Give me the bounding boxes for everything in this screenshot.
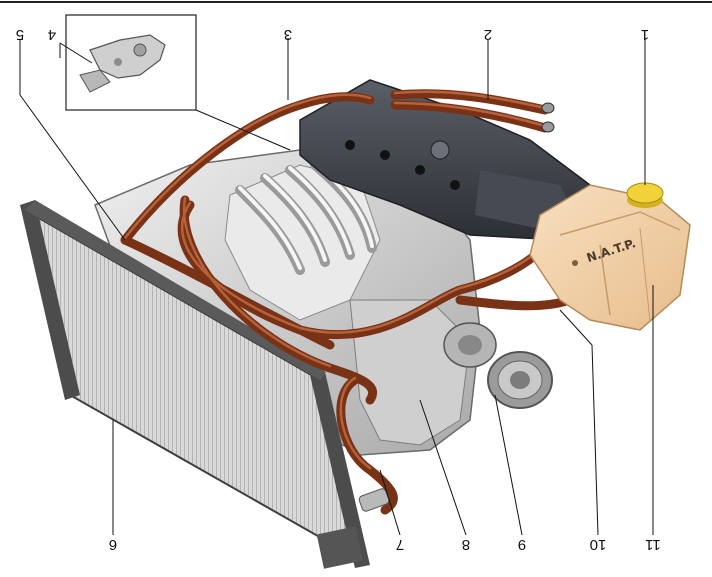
leader-lines [19, 38, 654, 536]
hose-fittings [358, 102, 555, 512]
callout-10: 10 [590, 536, 607, 553]
callout-3: 3 [284, 26, 292, 43]
inset-box [65, 14, 197, 111]
engine-block [94, 149, 481, 456]
callout-6: 6 [109, 536, 117, 553]
coolant-hoses [120, 89, 575, 515]
water-pump-pulley [443, 322, 553, 409]
valve-cover [299, 79, 591, 241]
radiator [20, 200, 370, 569]
callout-numbers: 1 2 3 4 5 6 7 8 9 10 11 [16, 26, 661, 553]
filler-cap [626, 182, 664, 208]
callout-8: 8 [462, 536, 470, 553]
callout-5: 5 [16, 26, 24, 43]
callout-9: 9 [518, 536, 526, 553]
callout-7: 7 [396, 536, 404, 553]
callout-2: 2 [484, 26, 492, 43]
callout-4: 4 [48, 26, 56, 43]
callout-11: 11 [645, 536, 661, 553]
expansion-tank: N.A.T.P. [529, 184, 691, 331]
callout-1: 1 [641, 26, 649, 43]
thermostat-housing [79, 34, 166, 93]
